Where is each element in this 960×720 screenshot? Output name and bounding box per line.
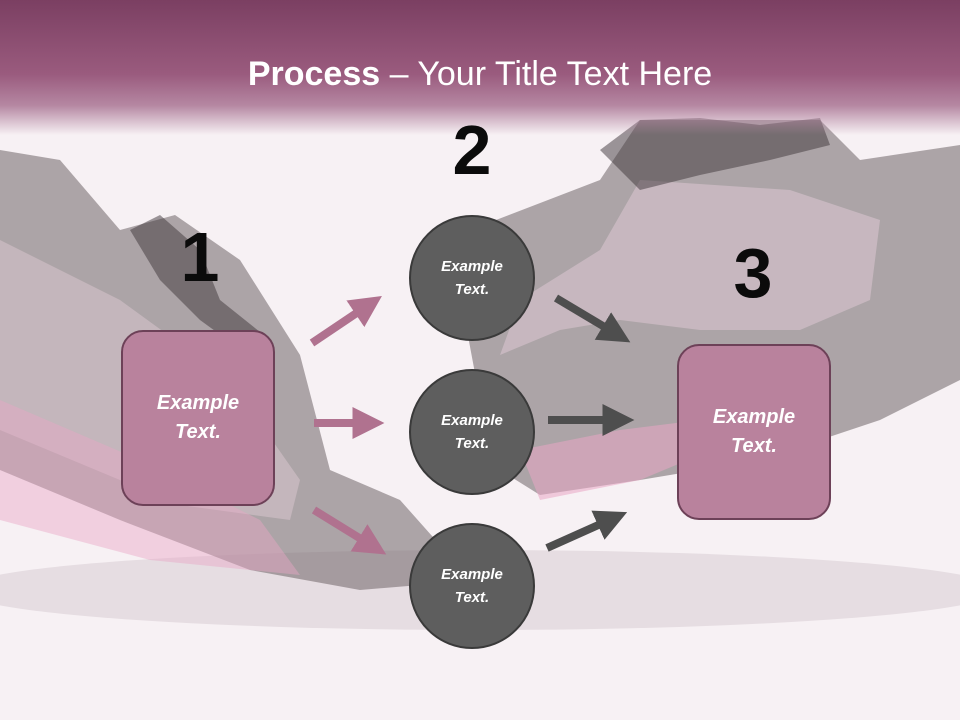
arrow-pink-up [309,295,382,347]
step-number-2: 2 [452,111,492,189]
header-band [0,0,960,135]
right-box-text: Example Text. [712,406,796,457]
step-number-3: 3 [733,234,773,312]
slide-title: Process – Your Title Text Here [0,52,960,96]
circle-top[interactable]: Example Text. [409,215,535,341]
right-box[interactable]: Example Text. [677,344,831,520]
left-box[interactable]: Example Text. [121,330,275,506]
circle-middle-text: Example Text. [441,412,503,452]
sneaker-right-image [465,118,960,500]
left-box-text: Example Text. [156,392,240,443]
circle-bottom[interactable]: Example Text. [409,523,535,649]
arrow-dark-down [553,294,631,343]
title-bold: Process [247,55,381,93]
circle-top-text: Example Text. [441,258,503,298]
arrow-dark-up [545,510,628,552]
title-rest: – Your Title Text Here [380,55,713,93]
step-number-1: 1 [180,218,220,296]
circle-middle[interactable]: Example Text. [409,369,535,495]
arrow-pink-down [311,506,387,555]
circle-bottom-text: Example Text. [441,566,503,606]
